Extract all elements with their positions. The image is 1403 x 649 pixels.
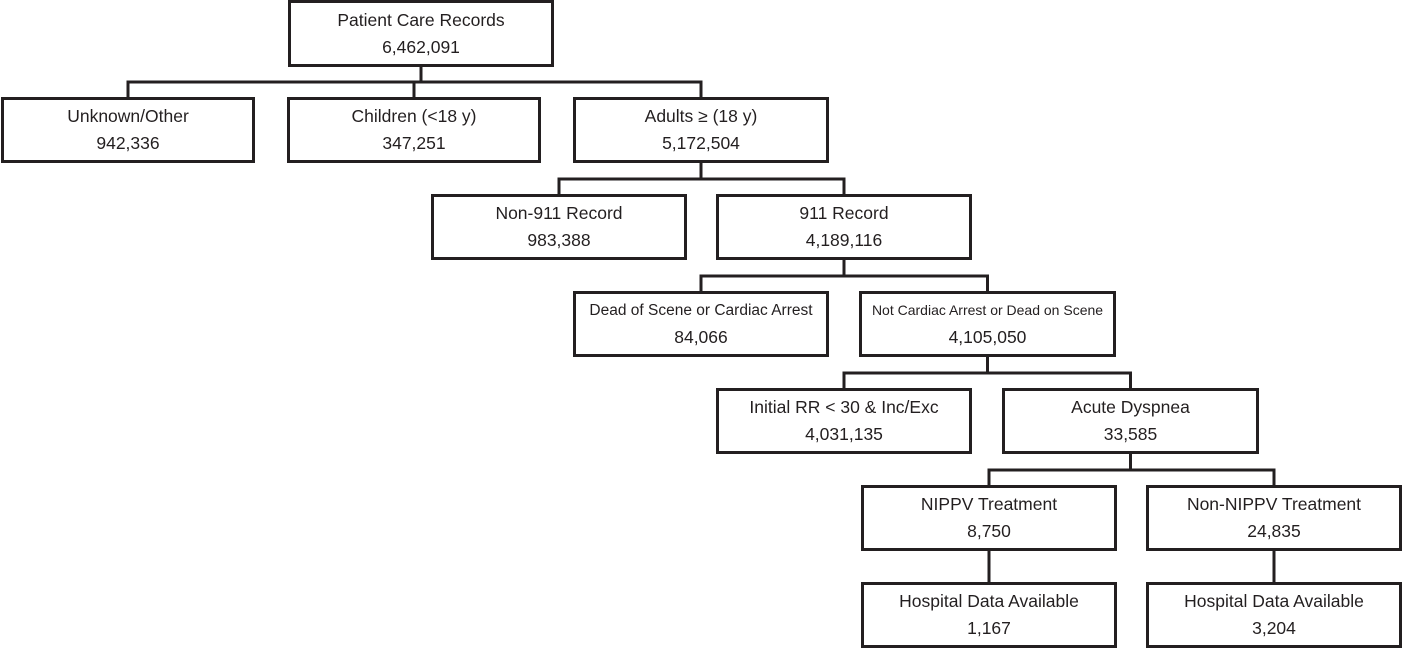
node-count: 1,167 bbox=[967, 618, 1011, 638]
node-count: 3,204 bbox=[1252, 618, 1296, 638]
node-count: 84,066 bbox=[674, 327, 728, 347]
node-children: Children (<18 y) 347,251 bbox=[287, 97, 541, 163]
node-adults: Adults ≥ (18 y) 5,172,504 bbox=[573, 97, 829, 163]
node-label: Unknown/Other bbox=[67, 106, 189, 126]
node-label: NIPPV Treatment bbox=[920, 494, 1058, 514]
node-count: 5,172,504 bbox=[662, 133, 740, 153]
node-label: Adults ≥ (18 y) bbox=[644, 106, 758, 126]
node-label: Hospital Data Available bbox=[1184, 591, 1364, 611]
node-nippv-treatment: NIPPV Treatment 8,750 bbox=[861, 485, 1117, 551]
node-non-nippv-treatment: Non-NIPPV Treatment 24,835 bbox=[1146, 485, 1402, 551]
node-not-cardiac-arrest: Not Cardiac Arrest or Dead on Scene 4,10… bbox=[859, 291, 1116, 357]
node-count: 6,462,091 bbox=[382, 36, 460, 57]
node-label: Hospital Data Available bbox=[899, 591, 1079, 611]
node-count: 4,189,116 bbox=[805, 230, 883, 250]
node-count: 4,031,135 bbox=[805, 424, 883, 444]
node-label: 911 Record bbox=[799, 203, 889, 223]
node-label: Acute Dyspnea bbox=[1071, 397, 1190, 417]
node-label: Patient Care Records bbox=[337, 9, 505, 30]
node-label: Children (<18 y) bbox=[351, 106, 477, 126]
node-count: 983,388 bbox=[527, 230, 591, 250]
node-911-record: 911 Record 4,189,116 bbox=[716, 194, 972, 260]
node-count: 24,835 bbox=[1247, 521, 1301, 541]
node-count: 347,251 bbox=[382, 133, 446, 153]
node-count: 942,336 bbox=[96, 133, 160, 153]
node-label: Dead of Scene or Cardiac Arrest bbox=[589, 302, 813, 319]
node-unknown-other: Unknown/Other 942,336 bbox=[1, 97, 255, 163]
node-label: Non-911 Record bbox=[495, 203, 623, 223]
node-hospital-data-non-nippv: Hospital Data Available 3,204 bbox=[1146, 582, 1402, 648]
node-label: Non-NIPPV Treatment bbox=[1186, 494, 1362, 514]
node-dead-or-cardiac-arrest: Dead of Scene or Cardiac Arrest 84,066 bbox=[573, 291, 829, 357]
node-initial-rr: Initial RR < 30 & Inc/Exc 4,031,135 bbox=[716, 388, 972, 454]
node-non-911-record: Non-911 Record 983,388 bbox=[431, 194, 687, 260]
node-hospital-data-nippv: Hospital Data Available 1,167 bbox=[861, 582, 1117, 648]
node-count: 4,105,050 bbox=[948, 327, 1027, 347]
node-patient-care-records: Patient Care Records 6,462,091 bbox=[288, 0, 554, 67]
node-count: 33,585 bbox=[1103, 424, 1158, 444]
node-count: 8,750 bbox=[967, 521, 1011, 541]
node-acute-dyspnea: Acute Dyspnea 33,585 bbox=[1002, 388, 1259, 454]
node-label: Initial RR < 30 & Inc/Exc bbox=[749, 397, 939, 417]
node-label: Not Cardiac Arrest or Dead on Scene bbox=[871, 302, 1104, 318]
